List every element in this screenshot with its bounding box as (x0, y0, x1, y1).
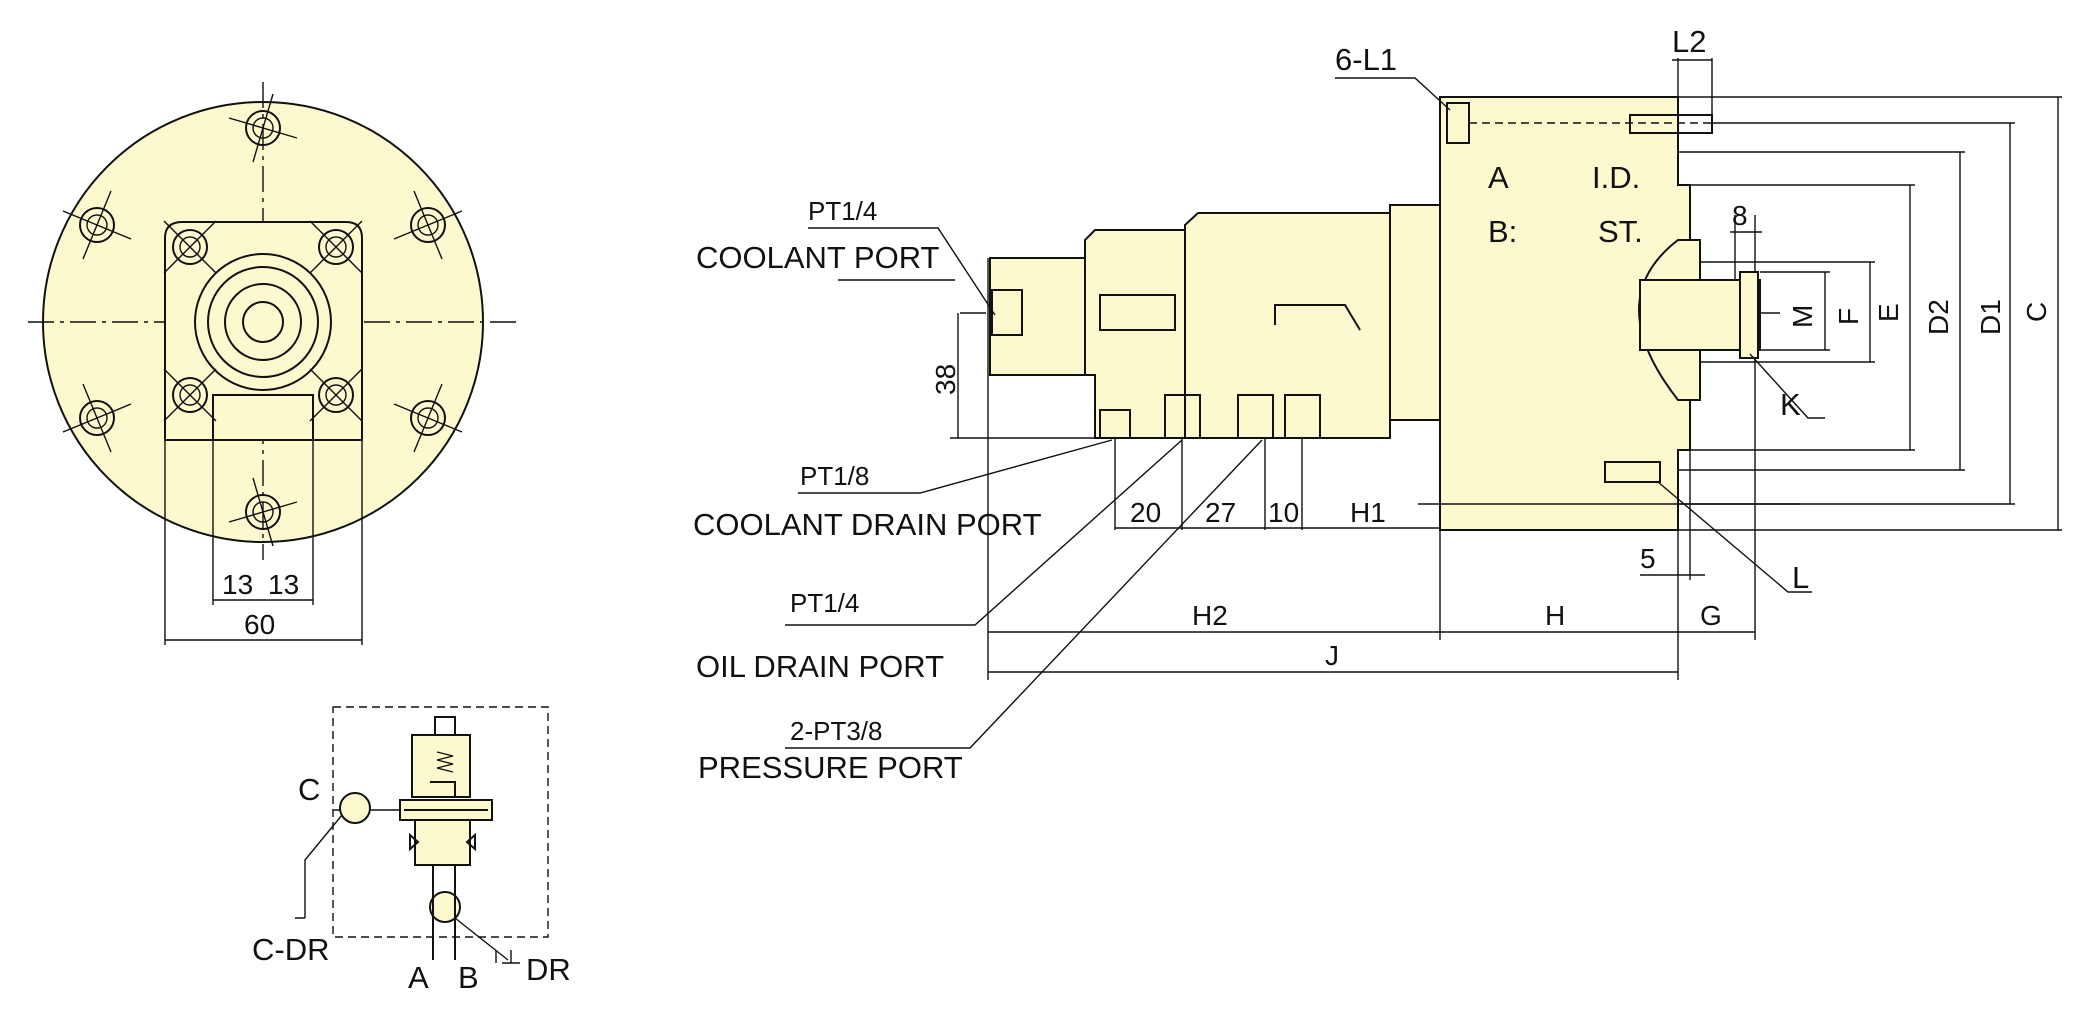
port-thread-coolant: PT1/4 (808, 196, 877, 226)
dim-g: G (1700, 600, 1722, 631)
dim-13-right: 13 (268, 569, 299, 600)
window-2 (1274, 304, 1361, 331)
side-view: A I.D. B: ST. PT1/4 COOLANT PORT PT1/8 C… (693, 24, 2062, 785)
dim-e: E (1873, 303, 1904, 322)
bolt-hole-bottom (228, 477, 298, 547)
flange-hole-tr (309, 220, 363, 274)
body-text-a: A (1488, 160, 1509, 195)
dim-38: 38 (930, 364, 961, 395)
dim-27: 27 (1205, 497, 1236, 528)
schem-label-a: A (408, 960, 429, 995)
rod-end (1739, 271, 1759, 359)
nozzle-port (991, 289, 1023, 336)
relief-valve-body (411, 734, 471, 798)
port-name-coolant: COOLANT PORT (696, 240, 940, 275)
rotor-housing-right (1184, 212, 1391, 439)
dim-h: H (1545, 600, 1565, 631)
drain-port-3 (1237, 394, 1274, 439)
flange-hole-bl (163, 368, 217, 422)
check-left (409, 832, 420, 852)
dim-20: 20 (1130, 497, 1161, 528)
dim-8: 8 (1732, 200, 1748, 231)
port-thread-coolant-drain: PT1/8 (800, 461, 869, 491)
port-name-pressure: PRESSURE PORT (698, 750, 963, 785)
port-name-coolant-drain: COOLANT DRAIN PORT (693, 507, 1042, 542)
dim-m: M (1787, 305, 1818, 328)
dim-13-left: 13 (222, 569, 253, 600)
front-lower-boss (212, 394, 314, 441)
schem-label-c-dr: C-DR (252, 932, 330, 967)
neck (1389, 204, 1441, 421)
schematic-boundary (332, 706, 549, 938)
body-text-id: I.D. (1592, 160, 1640, 195)
valve-seat (430, 781, 456, 797)
dim-h1: H1 (1350, 497, 1386, 528)
port-thread-pressure: 2-PT3/8 (790, 716, 883, 746)
lower-spool (414, 819, 471, 866)
bolt-thread (1629, 114, 1713, 134)
coolant-drain-symbol (295, 900, 306, 919)
dim-f: F (1833, 308, 1864, 325)
bolt-head (1446, 102, 1470, 144)
relief-valve-top (434, 716, 456, 735)
front-hub-inner (224, 283, 302, 361)
dim-d1: D1 (1975, 299, 2006, 335)
bolt-hole-top (228, 93, 298, 163)
dim-60: 60 (244, 609, 275, 640)
bolt-hole-lower-left (62, 383, 132, 453)
check-right (465, 832, 476, 852)
rotor-housing-left (1084, 229, 1191, 439)
dr-tank-symbol (495, 950, 520, 964)
coolant-port-symbol (339, 792, 371, 824)
front-hub-outer (194, 253, 332, 391)
front-bore (242, 301, 284, 343)
side-body-text: A I.D. B: ST. (1488, 160, 1643, 249)
side-callouts: 6-L1 L2 K L (1335, 24, 1825, 595)
dim-h2: H2 (1192, 600, 1228, 631)
port-thread-oil-drain: PT1/4 (790, 588, 859, 618)
body-text-b: B: (1488, 214, 1517, 249)
bolt-hole-upper-right (393, 190, 463, 260)
dim-5: 5 (1640, 543, 1656, 574)
bolt-hole-upper-left (62, 190, 132, 260)
port-callouts: PT1/4 COOLANT PORT PT1/8 COOLANT DRAIN P… (693, 196, 1263, 785)
drain-symbol (429, 891, 461, 923)
dim-10: 10 (1268, 497, 1299, 528)
dim-j: J (1325, 640, 1339, 671)
set-screw (1604, 461, 1661, 483)
front-dimensions: 13 13 60 (164, 440, 363, 645)
front-hub-mid (207, 266, 319, 378)
callout-6-l1: 6-L1 (1335, 42, 1397, 77)
valve-spring (436, 751, 454, 773)
callout-l: L (1792, 560, 1809, 595)
front-view: 13 13 60 (28, 82, 518, 645)
port-name-oil-drain: OIL DRAIN PORT (696, 649, 944, 684)
dim-c: C (2021, 302, 2052, 322)
callout-l2: L2 (1672, 24, 1706, 59)
callout-k: K (1780, 387, 1801, 422)
schem-label-c: C (298, 772, 320, 807)
dim-d2: D2 (1923, 299, 1954, 335)
window-1 (1099, 294, 1176, 331)
side-dimensions: 38 20 27 10 H1 H2 H G J 5 (930, 96, 2062, 680)
front-bolt-holes (62, 93, 463, 547)
schem-label-b: B (458, 960, 479, 995)
bolt-hole-lower-right (393, 383, 463, 453)
flange-hole-tl (163, 220, 217, 274)
coolant-inlet-nozzle (989, 247, 1096, 376)
body-text-st: ST. (1598, 214, 1643, 249)
hydraulic-schematic: C C-DR A B DR (252, 706, 571, 995)
flange-hole-br (309, 368, 363, 422)
schem-label-dr: DR (526, 952, 571, 987)
